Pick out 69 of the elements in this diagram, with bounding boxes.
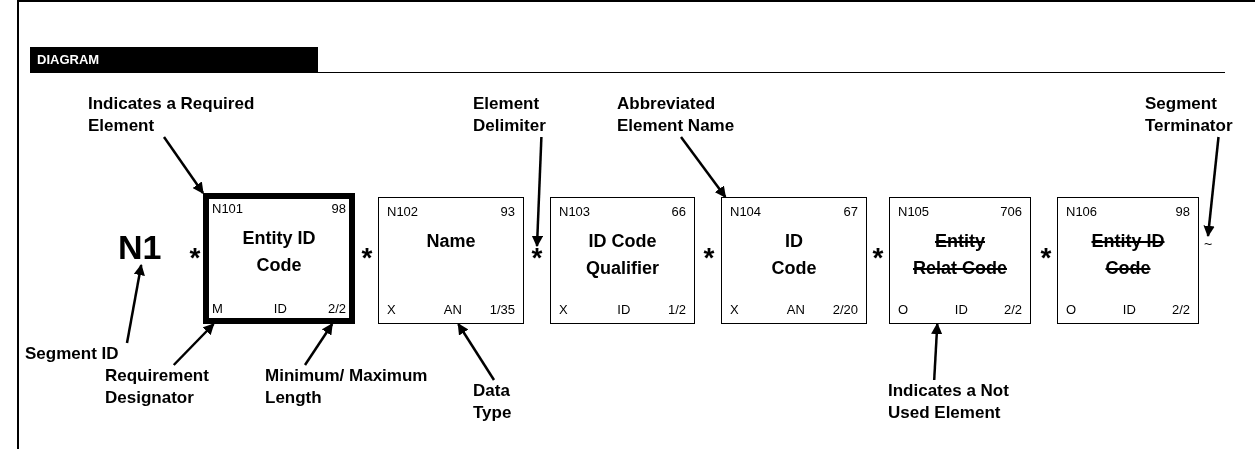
- data-type: ID: [617, 302, 631, 317]
- leader-line: [457, 323, 496, 381]
- data-type: ID: [273, 301, 287, 316]
- element-number: 98: [331, 201, 346, 216]
- data-element-box: [378, 197, 524, 324]
- element-delimiter: *: [527, 246, 547, 270]
- data-element-box: [721, 197, 867, 324]
- data-element-box: [889, 197, 1031, 324]
- requirement-designator: X: [559, 302, 568, 317]
- element-name: ID Code Qualifier: [585, 230, 660, 280]
- data-type: ID: [954, 302, 968, 317]
- element-name: ID Code: [770, 230, 818, 280]
- element-delimiter: *: [1039, 246, 1053, 270]
- length-range: 1/2: [667, 302, 686, 317]
- callout-text: Data Type: [473, 380, 533, 424]
- data-type: ID: [1122, 302, 1136, 317]
- element-delimiter: *: [188, 246, 202, 270]
- requirement-designator: O: [898, 302, 909, 317]
- callout-text: Segment ID: [25, 343, 145, 365]
- segment-id: N1: [118, 229, 176, 265]
- data-element-box: [550, 197, 695, 324]
- leader-line: [162, 136, 205, 194]
- element-reference: N101: [212, 201, 244, 216]
- element-number: 67: [843, 204, 858, 219]
- callout-text: Minimum/ Maximum Length: [265, 365, 465, 409]
- element-number: 66: [671, 204, 686, 219]
- data-type: AN: [443, 302, 462, 317]
- element-name: Entity Relat Code: [912, 230, 1008, 280]
- requirement-designator: O: [1066, 302, 1077, 317]
- element-reference: N103: [559, 204, 591, 219]
- element-delimiter: *: [360, 246, 374, 270]
- leader-line: [531, 136, 544, 248]
- element-reference: N105: [898, 204, 930, 219]
- length-range: 2/2: [1003, 302, 1022, 317]
- callout-text: Segment Terminator: [1145, 93, 1250, 137]
- requirement-designator: M: [212, 301, 223, 316]
- section-header: DIAGRAM: [30, 47, 318, 73]
- length-range: 2/2: [327, 301, 346, 316]
- data-element-box: [1057, 197, 1199, 324]
- length-range: 2/20: [832, 302, 858, 317]
- callout-text: Indicates a Required Element: [88, 93, 278, 137]
- element-name: Entity ID Code: [241, 227, 317, 277]
- element-reference: N102: [387, 204, 419, 219]
- callout-text: Indicates a Not Used Element: [888, 380, 1053, 424]
- element-number: 93: [500, 204, 515, 219]
- element-name: Entity ID Code: [1090, 230, 1166, 280]
- segment-terminator: ~: [1202, 236, 1214, 252]
- element-reference: N104: [730, 204, 762, 219]
- element-name: Name: [425, 230, 477, 253]
- callout-text: Abbreviated Element Name: [617, 93, 777, 137]
- callout-text: Element Delimiter: [473, 93, 568, 137]
- length-range: 1/35: [489, 302, 515, 317]
- data-type: AN: [786, 302, 805, 317]
- requirement-designator: X: [387, 302, 396, 317]
- length-range: 2/2: [1171, 302, 1190, 317]
- element-delimiter: *: [871, 246, 885, 270]
- element-reference: N106: [1066, 204, 1098, 219]
- requirement-designator: X: [730, 302, 739, 317]
- leader-line: [125, 263, 145, 344]
- data-element-box: [203, 193, 355, 324]
- leader-line: [931, 322, 943, 381]
- leader-line: [172, 323, 215, 366]
- callout-text: Requirement Designator: [105, 365, 230, 409]
- leader-line: [1203, 136, 1220, 238]
- element-delimiter: *: [702, 246, 716, 270]
- leader-line: [680, 136, 727, 198]
- element-number: 98: [1175, 204, 1190, 219]
- element-number: 706: [1000, 204, 1022, 219]
- leader-line: [303, 323, 334, 366]
